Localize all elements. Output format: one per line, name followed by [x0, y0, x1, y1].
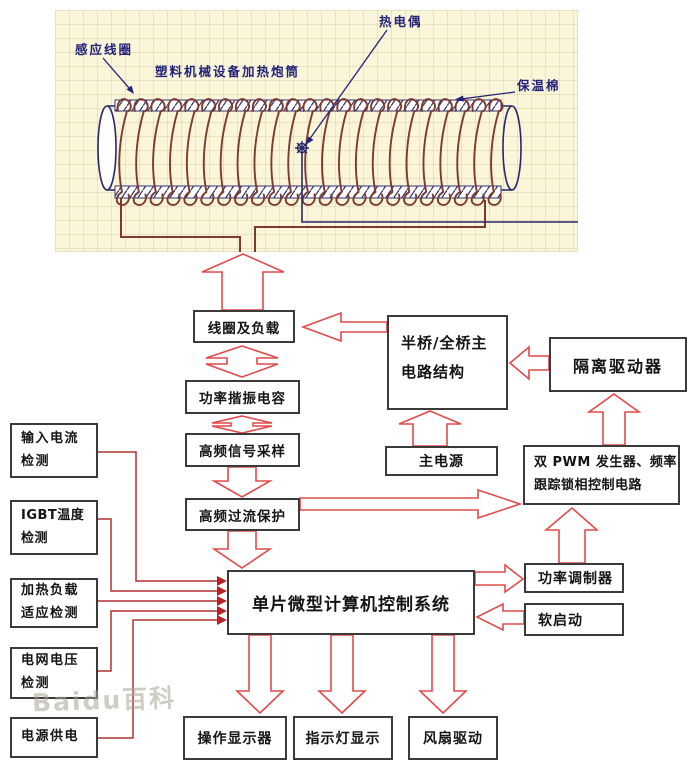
coil-turn — [183, 98, 200, 206]
thermocouple-wire — [301, 150, 578, 223]
coil-turn — [335, 98, 352, 206]
coil-turn — [166, 98, 183, 206]
node-coil-load: 线圈及负载 — [193, 310, 295, 343]
node-fan-drive: 风扇驱动 — [408, 716, 498, 760]
leader-induction-coil — [102, 57, 130, 89]
coil-turn — [403, 98, 420, 206]
leader-arrowhead-coil — [126, 85, 134, 94]
coil-turn — [301, 98, 318, 206]
node-hf-signal-sampling: 高频信号采样 — [185, 433, 300, 467]
barrel-left-end — [97, 105, 117, 191]
node-grid-voltage-detect: 电网电压 检测 — [10, 647, 98, 699]
coil-turn — [352, 98, 369, 206]
leader-arrowhead-insulation — [454, 95, 464, 102]
arrow-res-cap-hf-sample-double — [211, 415, 273, 434]
arrow-coil-load-res-cap-double — [205, 345, 279, 378]
leader-insulation — [460, 91, 516, 100]
node-operation-display: 操作显示器 — [183, 716, 287, 760]
line-igbt-temp-to-mcu — [98, 518, 217, 592]
node-mcu-control-system: 单片微型计算机控制系统 — [227, 570, 475, 635]
arrow-hf-sample-to-hf-protect — [210, 466, 274, 498]
label-thermocouple: 热电偶 — [379, 14, 423, 29]
node-isolation-driver: 隔离驱动器 — [549, 337, 687, 392]
arrow-mcu-to-indicator — [317, 634, 367, 715]
arrowhead-input-current — [217, 576, 227, 586]
line-power-supply-to-mcu — [98, 619, 217, 739]
node-igbt-temp-detect: IGBT温度 检测 — [10, 500, 98, 555]
insulation-band-top — [114, 99, 502, 112]
coil-turn — [318, 98, 335, 206]
arrow-soft-start-to-mcu — [475, 602, 525, 632]
arrow-hf-protect-to-mcu — [211, 530, 273, 569]
coil-turn — [217, 98, 234, 206]
arrow-mcu-to-op-display — [235, 634, 285, 715]
node-dual-pwm-pll: 双 PWM 发生器、频率 跟踪锁相控制电路 — [523, 445, 680, 505]
arrow-bridge-to-coil-load — [300, 311, 388, 343]
line-grid-voltage-to-mcu — [98, 610, 217, 672]
coil-lead-left — [120, 195, 241, 252]
arrow-mcu-to-power-mod — [474, 563, 525, 594]
node-power-supply: 电源供电 — [10, 717, 98, 758]
arrowhead-heat-load — [217, 596, 227, 606]
arrowhead-power-supply — [217, 615, 227, 625]
heating-barrel-illustration: 感应线圈 塑料机械设备加热炮筒 热电偶 保温棉 — [55, 10, 578, 252]
coil-turn — [386, 98, 403, 206]
node-soft-start: 软启动 — [524, 603, 624, 636]
coil-turn — [200, 98, 217, 206]
thermocouple-sensor — [295, 141, 309, 155]
arrow-mcu-to-fan — [418, 634, 468, 715]
arrow-hf-protect-to-pwm — [299, 488, 523, 520]
coil-turn — [487, 98, 504, 206]
coil-turn — [149, 98, 166, 206]
coil-turn — [234, 98, 251, 206]
leader-thermocouple — [308, 29, 388, 141]
coil-turn — [470, 98, 487, 206]
coil-turn — [453, 98, 470, 206]
coil-turn — [369, 98, 386, 206]
coil-turn — [115, 98, 132, 206]
leader-arrowhead-thermocouple — [305, 136, 314, 145]
coil-turn — [437, 98, 453, 206]
arrow-mains-to-bridge — [398, 410, 462, 447]
node-main-power: 主电源 — [385, 446, 498, 476]
coil-turn — [268, 98, 284, 206]
barrel-right-end — [502, 105, 522, 191]
coil-turn — [420, 98, 436, 206]
arrow-pwm-to-iso-driver — [586, 393, 642, 446]
arrow-power-mod-to-pwm — [543, 506, 600, 564]
node-bridge-main-circuit: 半桥/全桥主 电路结构 — [387, 315, 508, 410]
graph-paper-grid — [55, 10, 578, 252]
arrowhead-grid-voltage — [217, 606, 227, 616]
label-insulation: 保温棉 — [516, 78, 561, 93]
coil-lead-right — [254, 200, 486, 252]
label-heating-barrel: 塑料机械设备加热炮筒 — [155, 64, 300, 79]
arrow-coil-load-to-barrel — [201, 253, 285, 311]
arrow-iso-driver-to-bridge — [508, 345, 550, 381]
node-hf-overcurrent-protection: 高频过流保护 — [185, 498, 300, 531]
node-input-current-detect: 输入电流 检测 — [10, 423, 98, 478]
coil-turn — [284, 98, 301, 206]
induction-coil — [115, 98, 504, 206]
node-indicator-display: 指示灯显示 — [293, 716, 393, 760]
coil-turn — [132, 98, 149, 206]
line-input-current-to-mcu — [98, 451, 217, 582]
node-heat-load-detect: 加热负载 适应检测 — [10, 578, 98, 628]
node-resonant-capacitor: 功率揩振电容 — [185, 380, 300, 414]
coil-turn — [251, 98, 267, 206]
arrowhead-igbt-temp — [217, 586, 227, 596]
node-power-modulator: 功率调制器 — [524, 563, 624, 593]
label-induction-coil: 感应线圈 — [75, 42, 133, 57]
